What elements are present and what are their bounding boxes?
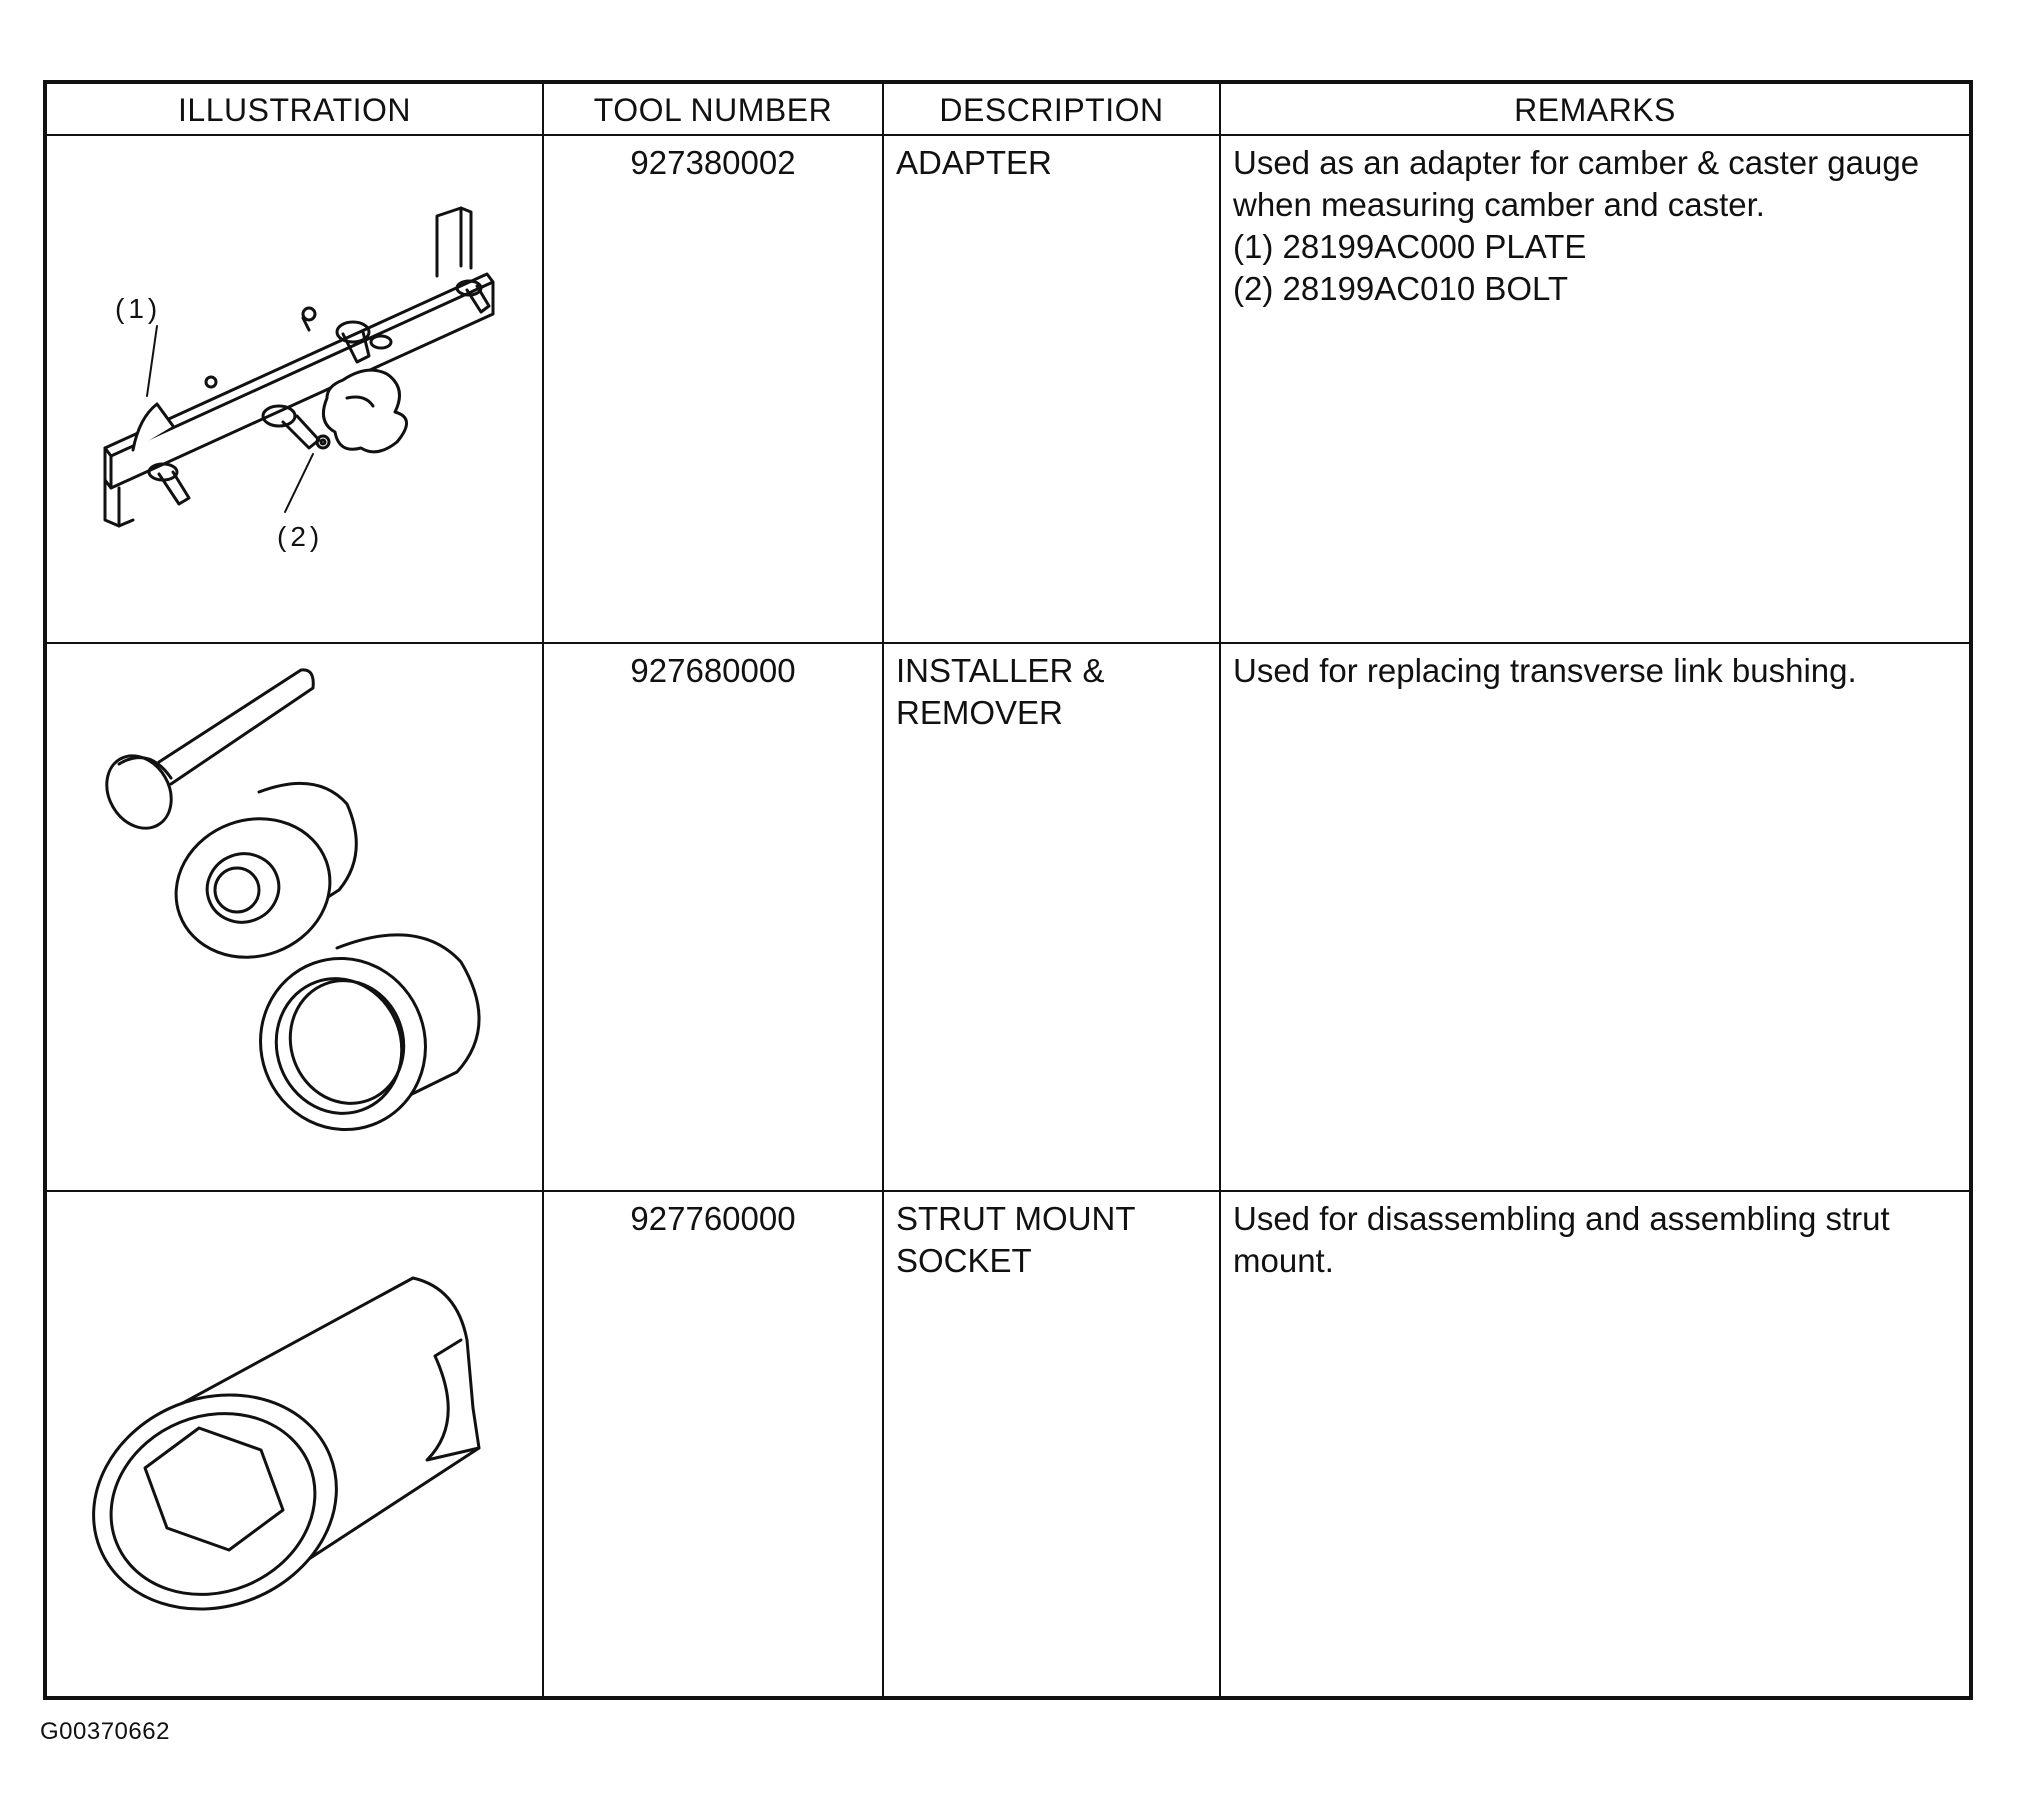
remarks-line: when measuring camber and caster. bbox=[1233, 186, 1765, 223]
description-cell: ADAPTER bbox=[884, 136, 1221, 644]
hex-socket-icon bbox=[92, 1276, 481, 1611]
tool-number-cell: 927380002 bbox=[544, 136, 884, 644]
tool-number: 927680000 bbox=[630, 652, 796, 689]
illustration-cell-adapter: (1) (2) bbox=[47, 136, 544, 644]
description-line: SOCKET bbox=[896, 1242, 1032, 1279]
header-tool-number: TOOL NUMBER bbox=[544, 84, 884, 136]
tool-number-cell: 927680000 bbox=[544, 644, 884, 1192]
illustration-cell-installer bbox=[47, 644, 544, 1192]
callout-2: (2) bbox=[277, 521, 323, 552]
description-cell: STRUT MOUNT SOCKET bbox=[884, 1192, 1221, 1696]
description-cell: INSTALLER & REMOVER bbox=[884, 644, 1221, 1192]
header-illustration: ILLUSTRATION bbox=[47, 84, 544, 136]
remarks-line: (2) 28199AC010 BOLT bbox=[1233, 270, 1569, 307]
adapter-plate-with-wing-bolts-icon: (1) (2) bbox=[103, 206, 495, 552]
remarks-line: Used as an adapter for camber & caster g… bbox=[1233, 144, 1920, 181]
tool-number: 927380002 bbox=[630, 144, 796, 181]
tool-number-cell: 927760000 bbox=[544, 1192, 884, 1696]
special-tools-table: ILLUSTRATION TOOL NUMBER DESCRIPTION REM… bbox=[43, 80, 1973, 1700]
remarks-line: Used for replacing transverse link bushi… bbox=[1233, 652, 1857, 689]
description-line: INSTALLER & bbox=[896, 652, 1105, 689]
header-description: DESCRIPTION bbox=[884, 84, 1221, 136]
remarks-line: Used for disassembling and assembling st… bbox=[1233, 1200, 1890, 1237]
description-line: ADAPTER bbox=[896, 144, 1052, 181]
remarks-line: mount. bbox=[1233, 1242, 1334, 1279]
description-line: REMOVER bbox=[896, 694, 1063, 731]
remarks-cell: Used as an adapter for camber & caster g… bbox=[1221, 136, 1969, 644]
callout-1: (1) bbox=[115, 293, 161, 324]
remarks-cell: Used for disassembling and assembling st… bbox=[1221, 1192, 1969, 1696]
illustration-cell-socket bbox=[47, 1192, 544, 1696]
tool-number: 927760000 bbox=[630, 1200, 796, 1237]
remarks-line: (1) 28199AC000 PLATE bbox=[1233, 228, 1587, 265]
remarks-cell: Used for replacing transverse link bushi… bbox=[1221, 644, 1969, 1192]
figure-code: G00370662 bbox=[40, 1718, 170, 1745]
installer-remover-set-icon bbox=[105, 668, 481, 1132]
description-line: STRUT MOUNT bbox=[896, 1200, 1136, 1237]
header-remarks: REMARKS bbox=[1221, 84, 1969, 136]
table-grid: ILLUSTRATION TOOL NUMBER DESCRIPTION REM… bbox=[47, 84, 1969, 1696]
